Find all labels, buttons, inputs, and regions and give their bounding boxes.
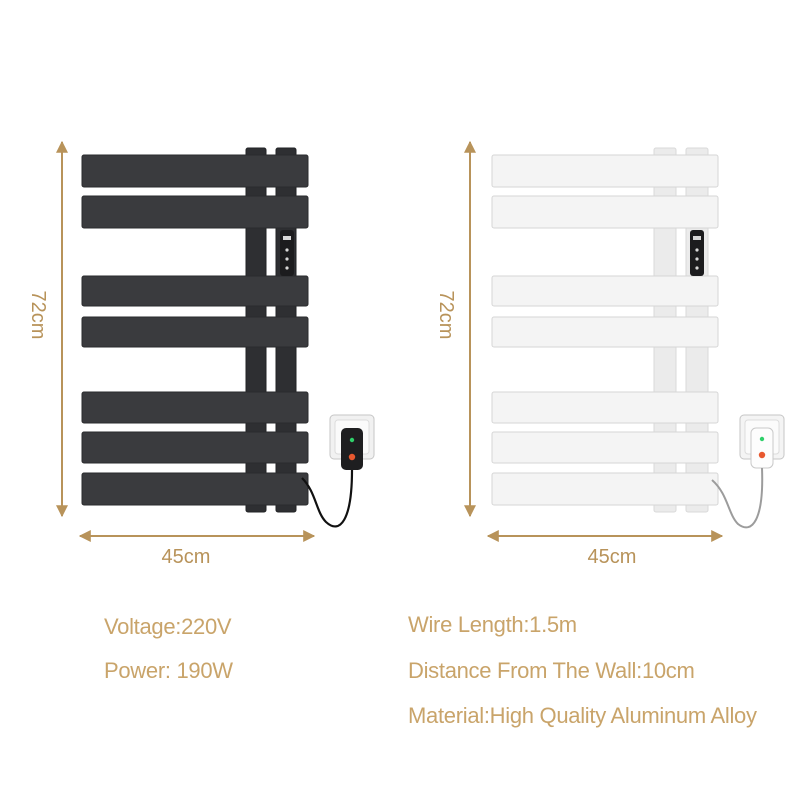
towel-bar — [81, 472, 309, 506]
towel-bar — [491, 316, 719, 348]
wall-socket-with-plug — [739, 414, 785, 469]
black-towel-rail — [81, 147, 375, 528]
white-towel-rail — [491, 147, 785, 529]
towel-bar — [491, 431, 719, 464]
power-cord — [301, 469, 354, 528]
spec-power: Power: 190W — [104, 658, 233, 683]
spec-voltage: Voltage:220V — [104, 614, 232, 639]
width-label: 45cm — [588, 546, 637, 568]
spec-distance-from-wall: Distance From The Wall:10cm — [408, 658, 695, 683]
dimension-height-left: 72cm — [27, 140, 68, 518]
power-cord — [711, 467, 764, 529]
towel-bar — [81, 431, 309, 464]
towel-bar — [491, 275, 719, 307]
dimension-width-right: 45cm — [486, 530, 724, 568]
height-label: 72cm — [435, 291, 457, 340]
dimension-height-right: 72cm — [435, 140, 476, 518]
spec-wire-length: Wire Length:1.5m — [408, 612, 577, 637]
towel-bar — [491, 391, 719, 424]
towel-bar — [81, 391, 309, 424]
towel-bar — [491, 195, 719, 229]
height-label: 72cm — [27, 291, 49, 340]
control-panel — [690, 230, 704, 276]
width-label: 45cm — [162, 546, 211, 568]
towel-bar — [81, 275, 309, 307]
towel-bar — [81, 154, 309, 188]
wall-socket-with-plug — [329, 414, 375, 470]
towel-bar — [491, 472, 719, 506]
towel-bar — [81, 195, 309, 229]
towel-bar — [491, 154, 719, 188]
dimension-width-left: 45cm — [78, 530, 316, 568]
control-panel — [280, 230, 294, 276]
towel-bar — [81, 316, 309, 348]
spec-material: Material:High Quality Aluminum Alloy — [408, 703, 757, 728]
